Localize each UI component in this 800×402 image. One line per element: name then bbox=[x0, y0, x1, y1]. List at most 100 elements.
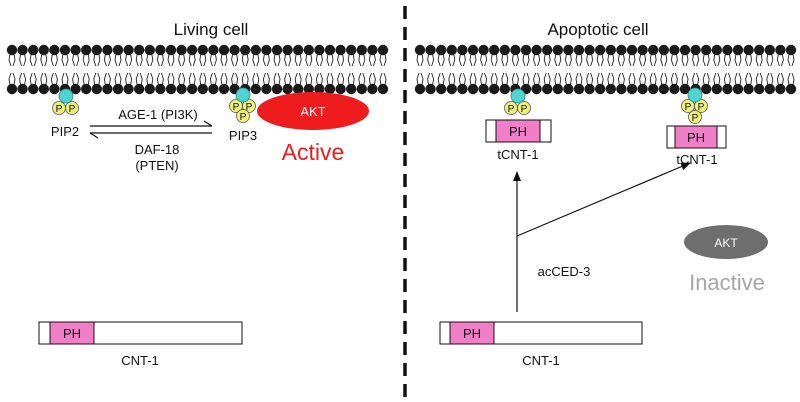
lipid-head bbox=[367, 83, 378, 95]
lipid-head bbox=[176, 83, 187, 95]
lipid-head bbox=[187, 83, 198, 95]
inositol-head-icon bbox=[687, 87, 703, 103]
lipid-head bbox=[356, 44, 367, 56]
lipid-tail bbox=[607, 53, 615, 86]
lipid-head bbox=[563, 83, 574, 95]
phosphate-icon bbox=[236, 109, 250, 123]
lipid-tail bbox=[458, 53, 466, 86]
lipid-head bbox=[197, 83, 208, 95]
lipid-head bbox=[208, 83, 219, 95]
lipid-head bbox=[637, 83, 648, 95]
akt-inactive-blob bbox=[684, 225, 768, 259]
lipid-head bbox=[70, 83, 81, 95]
lipid-head bbox=[134, 44, 145, 56]
lipid-head bbox=[346, 83, 357, 95]
lipid-head bbox=[197, 44, 208, 56]
lipid-head bbox=[616, 44, 627, 56]
lipid-head bbox=[690, 44, 701, 56]
lipid-tail bbox=[19, 53, 27, 86]
lipid-head bbox=[134, 83, 145, 95]
lipid-head bbox=[457, 44, 468, 56]
lipid-head bbox=[743, 83, 754, 95]
lipid-tail bbox=[522, 53, 530, 86]
lipid-head bbox=[324, 44, 336, 56]
lipid-tail bbox=[135, 53, 143, 86]
lipid-head bbox=[261, 83, 272, 95]
lipid-tail bbox=[564, 53, 572, 86]
lipid-tail bbox=[368, 53, 376, 86]
svg-text:PH: PH bbox=[509, 124, 527, 139]
lipid-head bbox=[425, 83, 436, 95]
tcnt-1-protein-membrane: PH bbox=[485, 119, 552, 143]
lipid-tail bbox=[40, 53, 48, 86]
lipid-head bbox=[303, 83, 314, 95]
lipid-head bbox=[732, 83, 744, 95]
lipid-head bbox=[510, 44, 521, 56]
lipid-head bbox=[584, 83, 595, 95]
lipid-head bbox=[489, 44, 500, 56]
lipid-head bbox=[144, 83, 155, 95]
lipid-head bbox=[250, 83, 261, 95]
lipid-tail bbox=[252, 53, 260, 86]
lipid-tail bbox=[8, 53, 16, 86]
lipid-head bbox=[91, 44, 103, 56]
lipid-head bbox=[785, 44, 797, 56]
living-cell-title: Living cell bbox=[174, 20, 249, 39]
lipid-head bbox=[335, 44, 346, 56]
lipid-head bbox=[314, 83, 325, 95]
lipid-tail bbox=[315, 53, 323, 86]
cnt-1-protein-apoptotic: PH bbox=[439, 321, 643, 345]
svg-text:P: P bbox=[698, 102, 705, 113]
lipid-head bbox=[91, 83, 103, 95]
lipid-tail bbox=[617, 53, 625, 86]
pip2-label: PIP2 bbox=[51, 124, 79, 139]
lipid-tail bbox=[681, 53, 689, 86]
lipid-head bbox=[250, 44, 261, 56]
lipid-head bbox=[356, 83, 367, 95]
lipid-head bbox=[785, 83, 797, 95]
lipid-head bbox=[679, 44, 691, 56]
lipid-head bbox=[743, 44, 754, 56]
lipid-head bbox=[271, 83, 283, 95]
lipid-tail bbox=[713, 53, 721, 86]
lipid-head bbox=[446, 44, 457, 56]
lipid-head bbox=[648, 44, 659, 56]
lipid-tail bbox=[628, 53, 636, 86]
lipid-tail bbox=[50, 53, 58, 86]
lipid-head bbox=[722, 83, 733, 95]
ph-domain bbox=[495, 119, 541, 143]
lipid-head bbox=[49, 44, 60, 56]
lipid-head bbox=[367, 44, 378, 56]
lipid-head bbox=[144, 44, 155, 56]
lipid-head bbox=[324, 83, 336, 95]
lipid-head bbox=[240, 44, 251, 56]
lipid-tail bbox=[596, 53, 604, 86]
lipid-head bbox=[346, 44, 357, 56]
ph-domain bbox=[674, 125, 718, 149]
lipid-tail bbox=[543, 53, 551, 86]
lipid-head bbox=[38, 44, 49, 56]
lipid-tail bbox=[511, 53, 519, 86]
lipid-head bbox=[377, 83, 389, 95]
lipid-tail bbox=[61, 53, 69, 86]
lipid-tail bbox=[241, 53, 249, 86]
akt-active-blob bbox=[257, 92, 369, 130]
phosphate-icon bbox=[694, 99, 708, 113]
lipid-tail bbox=[103, 53, 111, 86]
lipid-tail bbox=[448, 53, 456, 86]
svg-text:P: P bbox=[521, 104, 528, 115]
lipid-head bbox=[605, 44, 616, 56]
lipid-head bbox=[722, 44, 733, 56]
lipid-tail bbox=[72, 53, 80, 86]
lipid-tail bbox=[745, 53, 753, 86]
lipid-tail bbox=[358, 53, 366, 86]
plasma-membrane-apoptotic bbox=[414, 44, 797, 95]
lipid-head bbox=[701, 83, 712, 95]
lipid-head bbox=[155, 83, 166, 95]
lipid-tail bbox=[639, 53, 647, 86]
lipid-head bbox=[648, 83, 659, 95]
tcnt-1-label-pip3: tCNT-1 bbox=[676, 152, 717, 167]
lipid-head bbox=[754, 44, 765, 56]
lipid-tail bbox=[734, 53, 742, 86]
